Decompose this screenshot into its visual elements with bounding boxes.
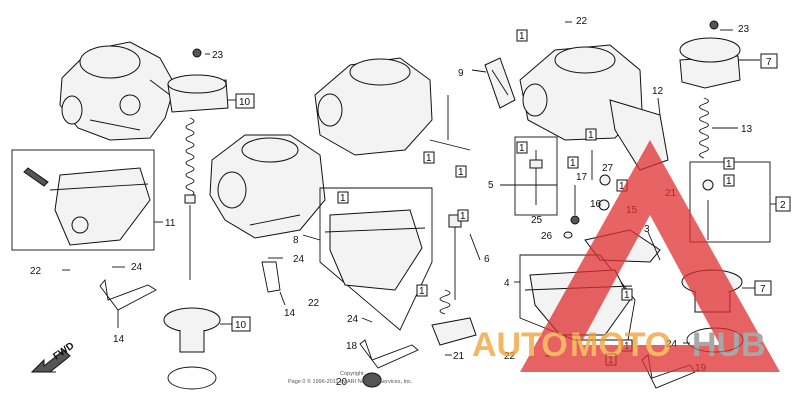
middle-carburetor-assembly — [209, 134, 326, 239]
callout-12: 12 — [652, 86, 664, 97]
callout-6: 6 — [484, 254, 490, 265]
callout-10-top: 10 — [239, 97, 251, 108]
hose-14-left — [99, 278, 157, 311]
callout-22-mid: 22 — [308, 298, 320, 309]
watermark-triangle-icon — [520, 140, 780, 372]
callout-13: 13 — [741, 124, 753, 135]
callout-22-right: 22 — [576, 16, 588, 27]
callout-10-bottom: 10 — [235, 320, 247, 331]
callout-16: 16 — [590, 199, 602, 210]
pilot-screw-set — [563, 150, 611, 239]
callout-26: 26 — [541, 231, 553, 242]
callout-9: 9 — [458, 68, 464, 79]
diaphragm-10-left — [163, 307, 221, 390]
callout-1-f: 1 — [726, 159, 732, 170]
jet-set-group-5 — [514, 136, 558, 216]
callout-1-j: 1 — [419, 286, 425, 297]
hose-18 — [359, 339, 419, 369]
callout-23-left: 23 — [212, 50, 224, 61]
callout-17: 17 — [576, 172, 588, 183]
callout-14-mid: 14 — [284, 308, 296, 319]
copyright-line-2: Page 0 © 1996-2011 by ARI Network Servic… — [288, 378, 413, 385]
callout-3: 3 — [644, 224, 650, 235]
callout-4: 4 — [504, 278, 510, 289]
callout-22-bottom: 22 — [504, 351, 516, 362]
callout-7-top: 7 — [766, 57, 772, 68]
copyright-line-1: Copyright — [340, 371, 364, 377]
watermark-text-moto: MOTO — [570, 326, 671, 364]
callout-1-a: 1 — [519, 31, 525, 42]
piston-9 — [484, 57, 516, 109]
callout-11: 11 — [165, 218, 176, 229]
callout-8: 8 — [293, 235, 299, 246]
callout-2: 2 — [780, 200, 786, 211]
callout-5: 5 — [488, 180, 494, 191]
callout-18: 18 — [346, 341, 358, 352]
callout-7-bottom: 7 — [760, 284, 766, 295]
hose-14-middle — [261, 261, 281, 293]
upper-middle-carburetor — [314, 57, 433, 156]
callout-24-left: 24 — [131, 262, 143, 273]
callout-22-left: 22 — [30, 266, 42, 277]
top-cap-7-right — [679, 20, 741, 159]
float-chamber-group-11 — [11, 149, 155, 251]
watermark-text-auto: AUTO — [472, 326, 568, 364]
callout-1-m: 1 — [624, 290, 630, 301]
callout-1-g: 1 — [726, 176, 732, 187]
callout-24-right: 24 — [666, 339, 678, 350]
callout-1-b: 1 — [588, 130, 594, 141]
callout-1-e: 1 — [619, 181, 625, 192]
jet-needle-6 — [431, 214, 477, 346]
automotohub-watermark: AUTO MOTO HUB — [472, 140, 780, 372]
callout-14-left: 14 — [113, 334, 125, 345]
leader-lines — [62, 21, 776, 357]
left-carburetor-assembly — [59, 41, 176, 141]
callout-1-d: 1 — [570, 158, 576, 169]
jet-needle-group-2 — [689, 161, 771, 243]
callout-25: 25 — [531, 215, 543, 226]
callout-1-c: 1 — [519, 143, 525, 154]
callout-1-k: 1 — [426, 153, 432, 164]
callout-23-right: 23 — [738, 24, 750, 35]
top-cap-10-left — [167, 48, 229, 280]
callout-27: 27 — [602, 163, 614, 174]
callout-1-l: 1 — [458, 167, 464, 178]
float-chamber-group-8 — [319, 187, 433, 331]
callout-24-mid: 24 — [293, 254, 305, 265]
callout-1-i: 1 — [460, 211, 466, 222]
throttle-shaft — [429, 95, 471, 151]
callout-21-mid: 21 — [453, 351, 465, 362]
watermark-text-hub: HUB — [692, 326, 766, 364]
callout-24-mid2: 24 — [347, 314, 359, 325]
o-ring-20 — [362, 372, 382, 388]
callout-20: 20 — [336, 377, 348, 388]
callout-1-h: 1 — [340, 193, 346, 204]
fwd-arrow-icon: FWD — [30, 340, 76, 373]
